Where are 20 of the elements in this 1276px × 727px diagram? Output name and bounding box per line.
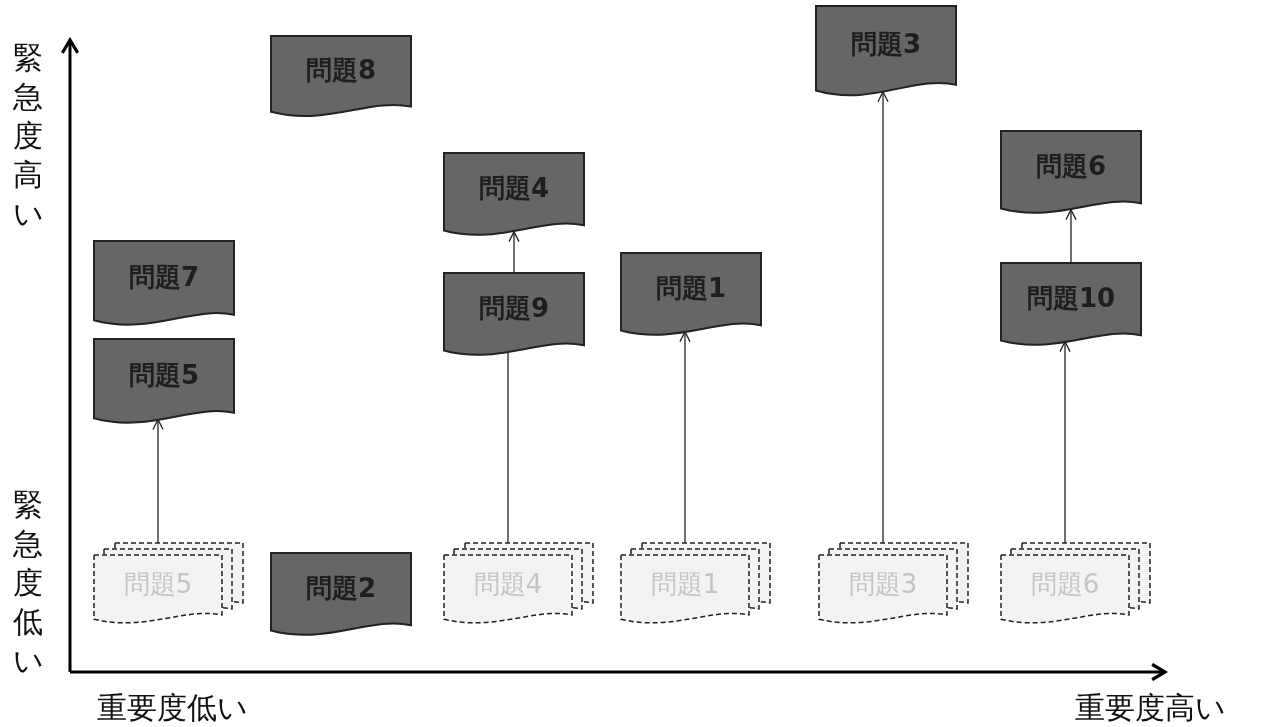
arrow — [877, 91, 889, 544]
node-label: 問題1 — [655, 273, 727, 304]
arrow — [508, 231, 520, 273]
arrow — [1059, 341, 1071, 544]
node-label: 問題4 — [478, 173, 550, 204]
arrow — [152, 418, 164, 544]
node-label: 問題9 — [478, 293, 550, 324]
node-label: 問題7 — [128, 262, 200, 293]
node-label: 問題2 — [305, 573, 377, 604]
node-label: 問題8 — [305, 56, 377, 86]
node-label: 問題6 — [1035, 151, 1107, 182]
arrow — [679, 331, 691, 544]
node-label: 問題5 — [128, 360, 200, 391]
axis-label: 重要度高い — [1075, 689, 1226, 727]
axis-label: 重要度低い — [97, 689, 248, 727]
arrow — [1065, 209, 1077, 263]
axis-label: 緊急度低い — [12, 486, 44, 680]
axis-label: 緊急度高い — [12, 39, 44, 233]
node-label: 問題10 — [1026, 283, 1116, 314]
node-label: 問題3 — [850, 30, 922, 61]
